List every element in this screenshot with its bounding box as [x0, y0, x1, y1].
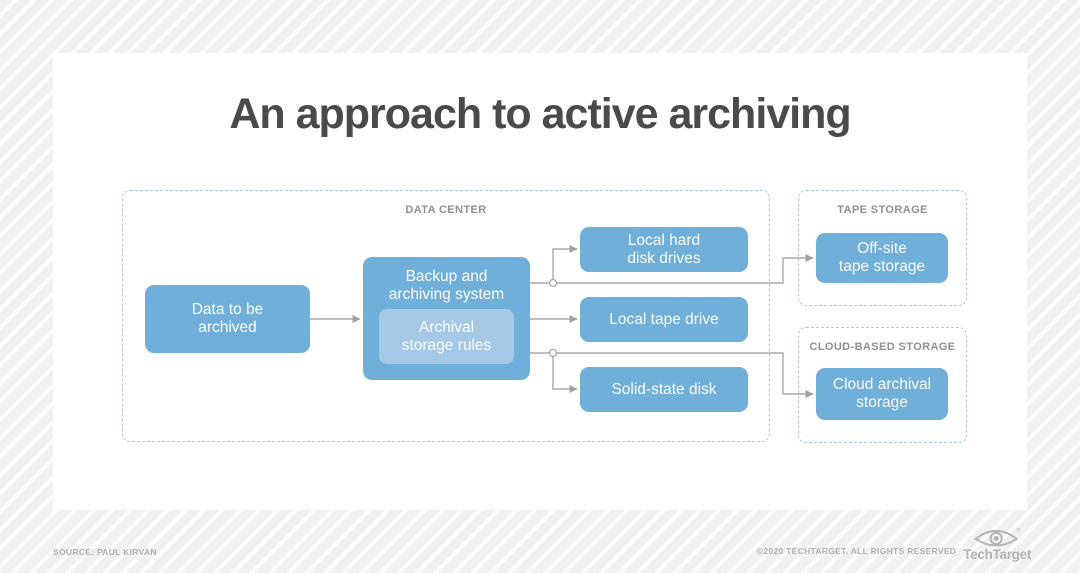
- cloud-storage-label: CLOUD-BASED STORAGE: [809, 341, 956, 353]
- copyright-text: ©2020 TECHTARGET. ALL RIGHTS RESERVED: [756, 546, 957, 556]
- tape-storage-container: TAPE STORAGE: [798, 190, 967, 306]
- node-backup-archiving-system: Backup and archiving system Archival sto…: [363, 257, 530, 380]
- techtarget-logo: ® TechTarget: [963, 527, 1031, 562]
- cloud-storage-container: CLOUD-BASED STORAGE: [798, 327, 967, 443]
- node-local-hard-disk-drives: Local hard disk drives: [580, 227, 748, 272]
- data-center-label: DATA CENTER: [405, 204, 487, 216]
- node-local-tape-drive: Local tape drive: [580, 297, 748, 342]
- source-credit: SOURCE: PAUL KIRVAN: [53, 547, 157, 557]
- node-solid-state-disk: Solid-state disk: [580, 367, 748, 412]
- node-data-to-be-archived: Data to be archived: [145, 285, 310, 353]
- svg-text:®: ®: [1017, 527, 1021, 534]
- backup-system-label: Backup and archiving system: [388, 268, 505, 303]
- node-offsite-tape-storage: Off-site tape storage: [816, 233, 948, 283]
- techtarget-wordmark: TechTarget: [963, 547, 1031, 562]
- node-archival-storage-rules: Archival storage rules: [379, 309, 514, 364]
- data-center-container: DATA CENTER: [122, 190, 770, 442]
- tape-storage-label: TAPE STORAGE: [837, 204, 928, 216]
- page-title: An approach to active archiving: [229, 90, 851, 138]
- node-cloud-archival-storage: Cloud archival storage: [816, 368, 948, 420]
- techtarget-eye-icon: ®: [974, 527, 1021, 547]
- footer-right: ©2020 TECHTARGET. ALL RIGHTS RESERVED ® …: [757, 527, 1031, 562]
